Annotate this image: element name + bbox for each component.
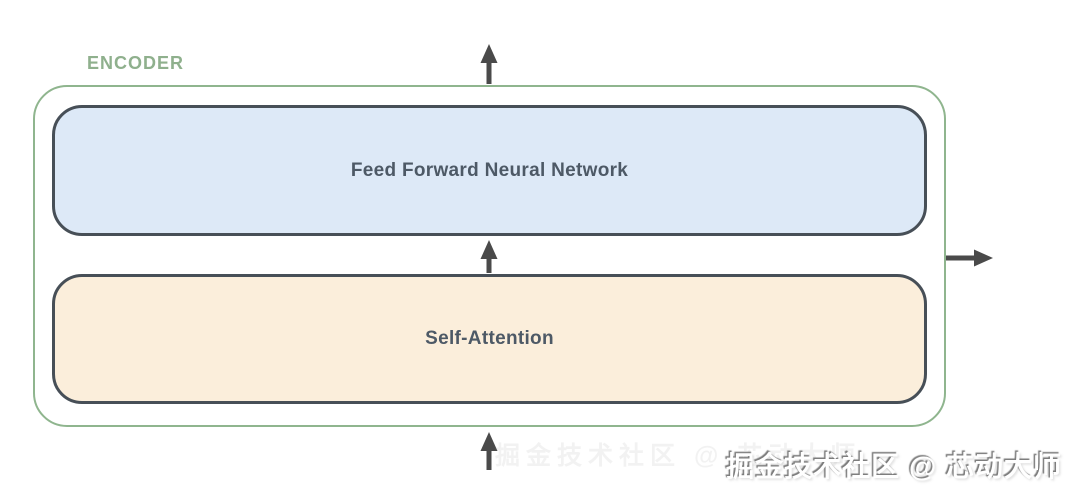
self-attention-label: Self-Attention bbox=[425, 328, 554, 349]
watermark-ghost: 掘金技术社区 @ 芯动大师 bbox=[495, 442, 862, 470]
encoder-label: ENCODER bbox=[87, 53, 185, 73]
feed-forward-block: Feed Forward Neural Network bbox=[52, 105, 927, 236]
watermark: 掘金技术社区 @ 芯动大师 bbox=[726, 451, 1062, 482]
encoder-box bbox=[33, 85, 946, 427]
self-attention-block: Self-Attention bbox=[52, 274, 927, 404]
output-arrow-top-icon bbox=[480, 44, 498, 84]
feed-forward-label: Feed Forward Neural Network bbox=[350, 159, 629, 181]
output-arrow-right-icon bbox=[946, 249, 993, 267]
